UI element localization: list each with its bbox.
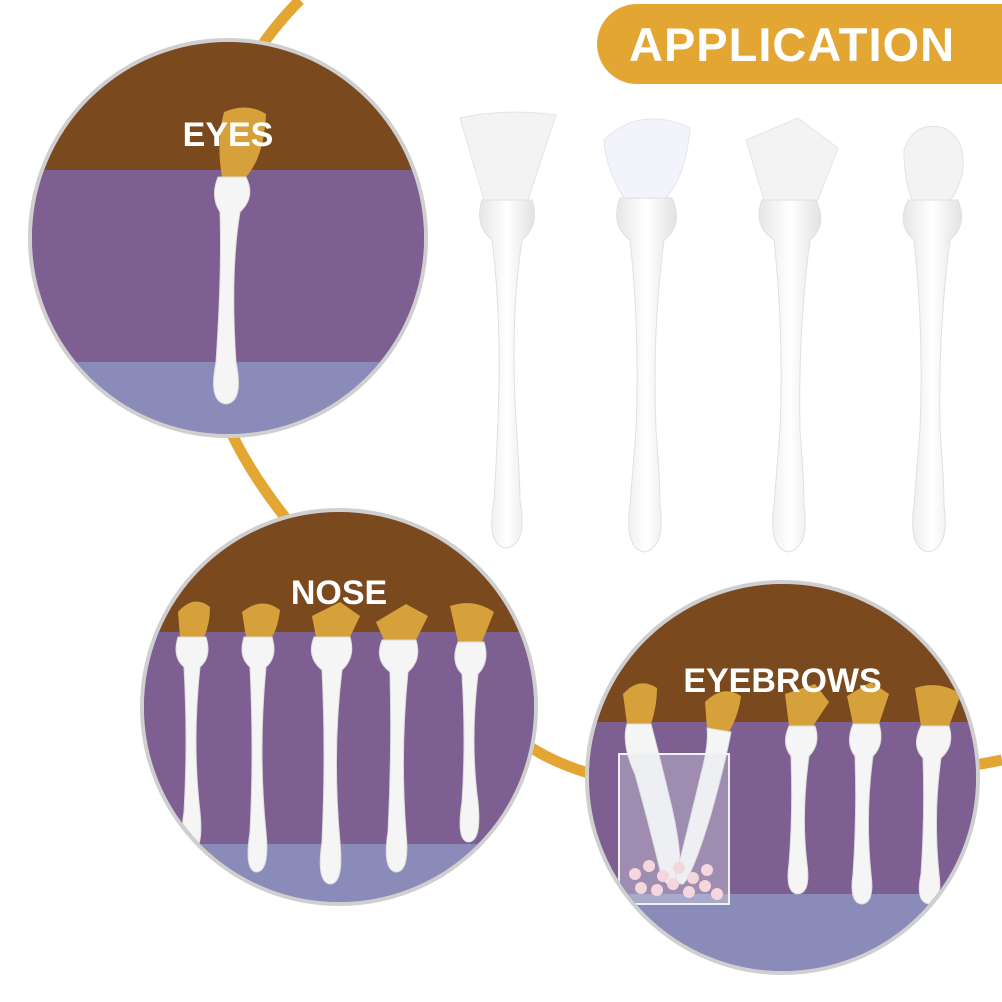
eyebrows-label: EYEBROWS: [683, 662, 882, 700]
eyebrows-brushes-image: [618, 682, 961, 905]
eyes-brush-image: [213, 107, 266, 405]
lavender-floor: [589, 894, 976, 971]
brush-angled: [745, 117, 839, 553]
pearls: [629, 860, 723, 900]
brush-rounded-fan: [603, 118, 691, 553]
nose-photo-circle: NOSE: [140, 508, 538, 906]
eyes-photo-circle: EYES: [28, 38, 428, 438]
application-badge: APPLICATION: [597, 4, 1002, 84]
nose-label: NOSE: [290, 574, 388, 612]
brush-round-paddle: [902, 125, 964, 553]
nose-brushes-image: [175, 601, 494, 885]
brush-flat-fan: [459, 111, 557, 549]
page-title: APPLICATION: [629, 17, 956, 71]
eyebrows-photo-circle: EYEBROWS: [585, 580, 980, 975]
eyes-label: EYES: [182, 116, 274, 154]
